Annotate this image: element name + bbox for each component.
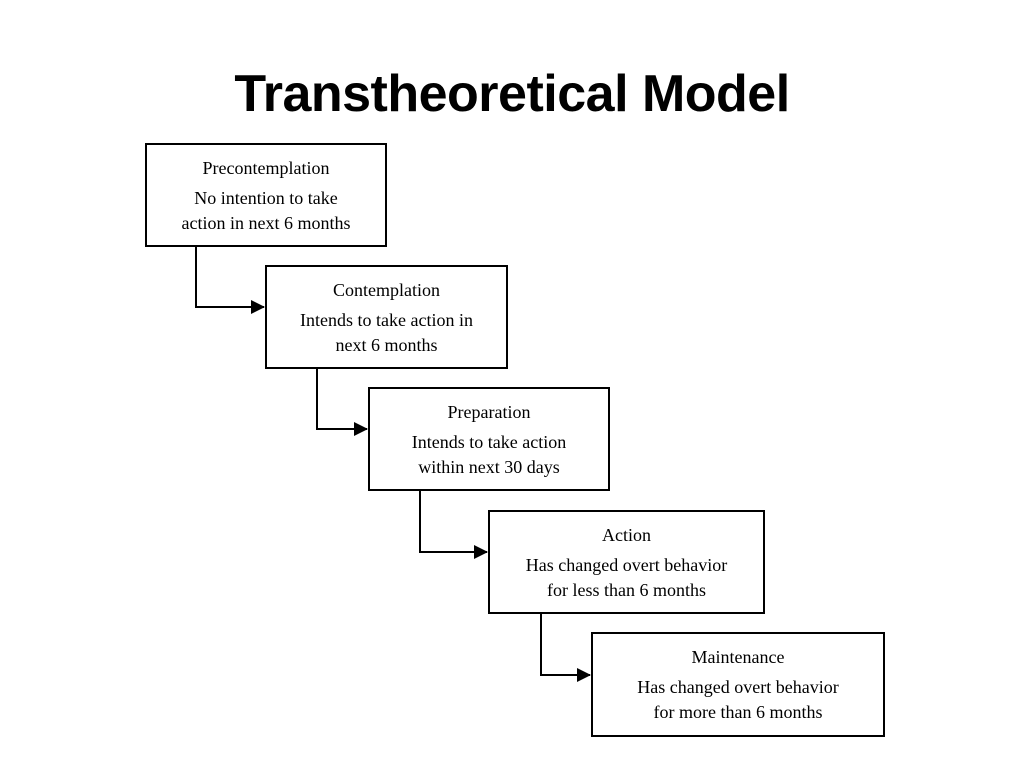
stage-name: Contemplation	[333, 280, 440, 300]
stage-description-line: action in next 6 months	[181, 213, 351, 233]
stage-description-line: No intention to take	[194, 188, 338, 208]
stage-description-line: next 6 months	[335, 335, 438, 355]
stage-box-contemplation: Contemplation Intends to take action in …	[265, 265, 508, 369]
connector-action-to-maintenance	[540, 614, 591, 682]
stage-name: Action	[602, 525, 651, 545]
stage-description-line: within next 30 days	[418, 457, 560, 477]
stage-description-line: for more than 6 months	[653, 702, 823, 722]
stage-box-precontemplation: Precontemplation No intention to take ac…	[145, 143, 387, 247]
stage-description-line: Intends to take action in	[300, 310, 473, 330]
stage-description: Intends to take action within next 30 da…	[370, 430, 608, 480]
stage-name: Preparation	[447, 402, 531, 422]
stage-description-line: Has changed overt behavior	[637, 677, 839, 697]
stage-description-line: for less than 6 months	[547, 580, 706, 600]
stage-box-maintenance: Maintenance Has changed overt behavior f…	[591, 632, 885, 737]
stage-description-line: Intends to take action	[411, 432, 567, 452]
stage-description: Intends to take action in next 6 months	[267, 308, 506, 358]
slide-title: Transtheoretical Model	[234, 65, 790, 123]
stage-description: Has changed overt behavior for less than…	[490, 553, 763, 603]
connector-precontemplation-to-contemplation	[195, 247, 265, 314]
stage-name: Maintenance	[691, 647, 785, 667]
stage-description-line: Has changed overt behavior	[525, 555, 728, 575]
stage-name: Precontemplation	[202, 158, 330, 178]
stage-description: No intention to take action in next 6 mo…	[147, 186, 385, 236]
connector-preparation-to-action	[419, 491, 488, 559]
stage-box-preparation: Preparation Intends to take action withi…	[368, 387, 610, 491]
stage-box-action: Action Has changed overt behavior for le…	[488, 510, 765, 614]
stage-description: Has changed overt behavior for more than…	[593, 675, 883, 725]
connector-contemplation-to-preparation	[316, 369, 368, 436]
